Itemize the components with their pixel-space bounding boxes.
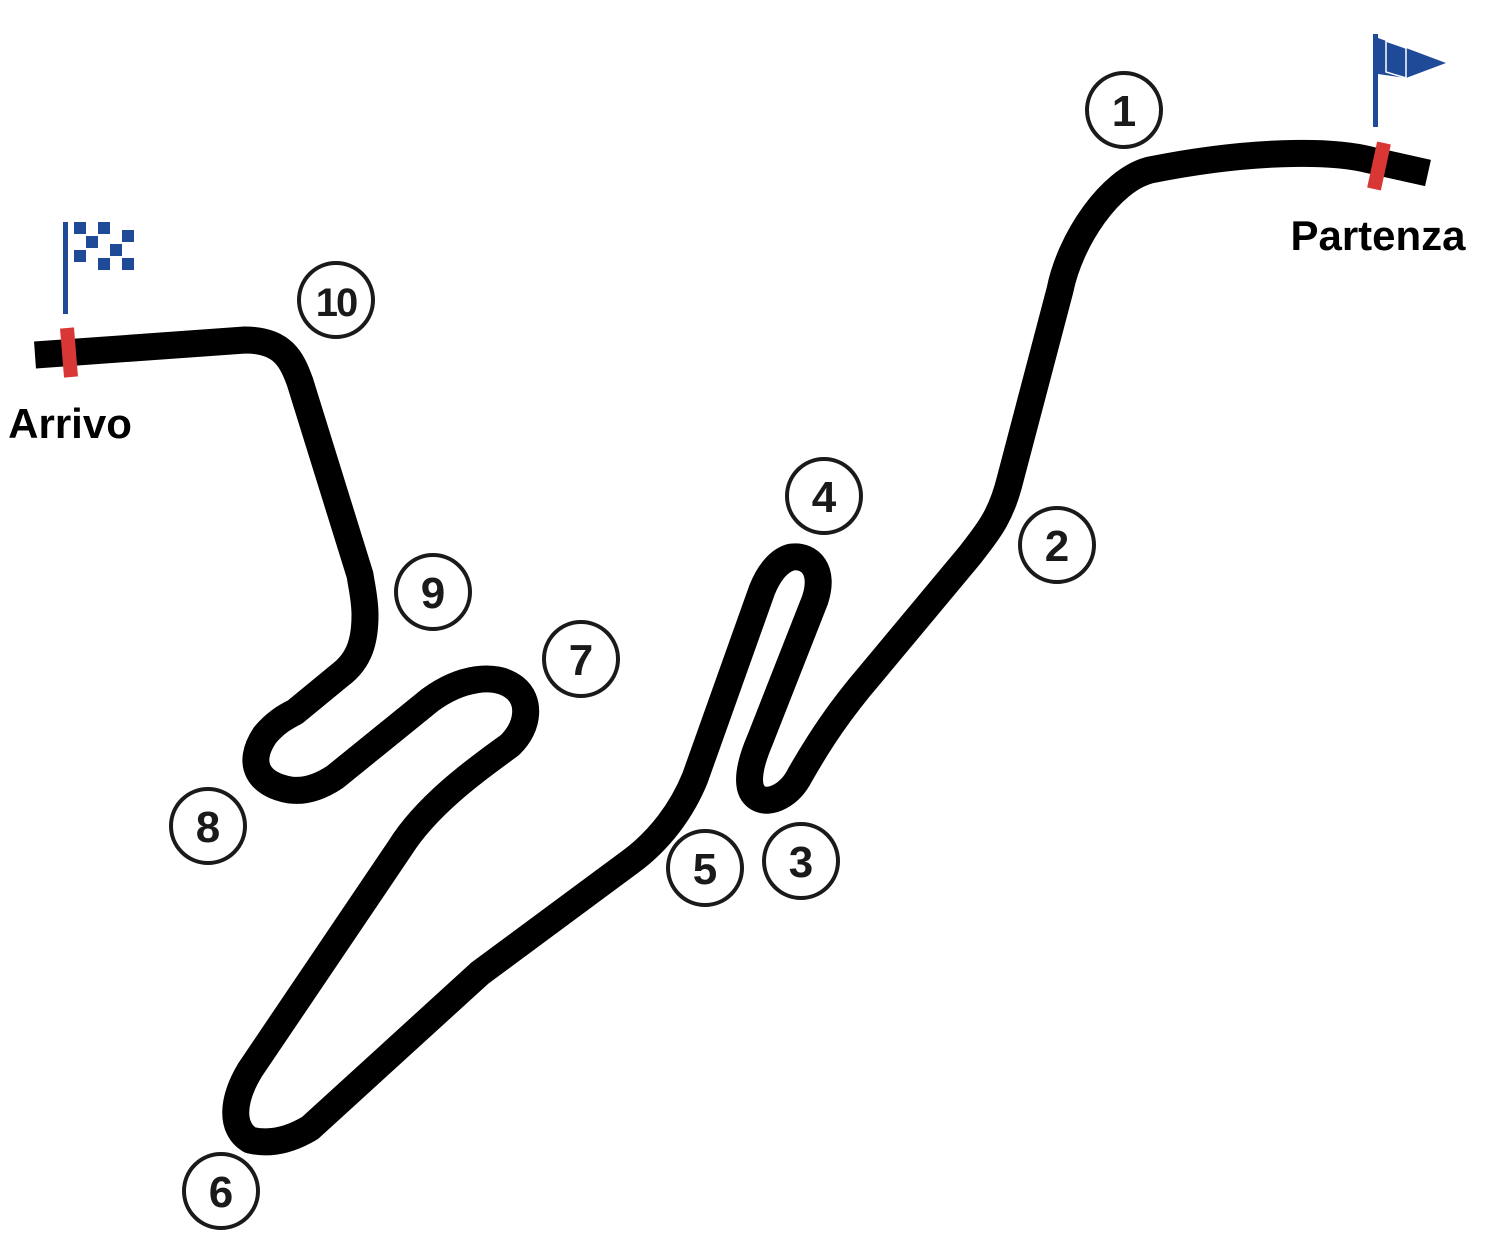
turn-number: 5 <box>693 845 717 894</box>
turn-marker-4: 4 <box>785 457 863 535</box>
track-path <box>34 139 1431 1156</box>
start-label: Partenza <box>1290 212 1466 259</box>
turn-marker-8: 8 <box>169 787 247 865</box>
turn-marker-3: 3 <box>762 822 840 900</box>
turn-marker-6: 6 <box>182 1152 260 1230</box>
checkered-flag-icon <box>63 222 134 314</box>
turn-number: 7 <box>569 636 593 685</box>
turn-number: 2 <box>1045 522 1069 571</box>
flag-icon <box>1373 34 1446 127</box>
turn-marker-7: 7 <box>542 620 620 698</box>
turn-number: 9 <box>421 569 445 618</box>
turn-marker-5: 5 <box>666 829 744 907</box>
turn-marker-2: 2 <box>1018 506 1096 584</box>
turn-number: 6 <box>209 1168 233 1217</box>
turn-marker-1: 1 <box>1085 71 1163 149</box>
turn-number: 8 <box>196 803 220 852</box>
turn-marker-9: 9 <box>394 553 472 631</box>
turn-marker-10: 10 <box>297 261 375 339</box>
start-line-marker <box>1367 141 1391 191</box>
turn-number: 4 <box>812 473 837 522</box>
finish-label: Arrivo <box>8 400 132 447</box>
turn-number: 1 <box>1112 87 1136 136</box>
turn-number: 10 <box>316 281 357 325</box>
turn-number: 3 <box>789 838 813 887</box>
finish-line-marker <box>60 327 78 378</box>
